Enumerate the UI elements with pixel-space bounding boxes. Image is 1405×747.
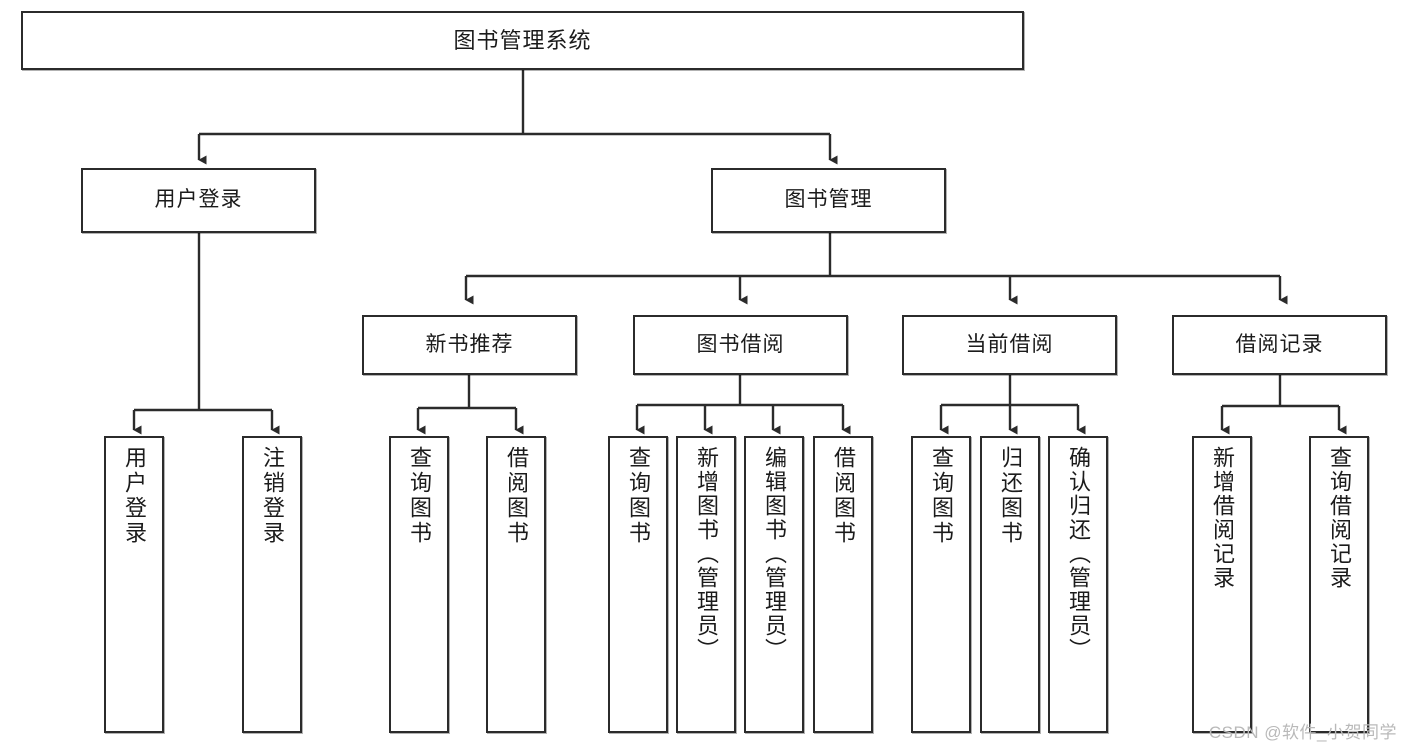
leaf-node-edit-book[interactable]: 编辑图书（管理员） (744, 436, 804, 733)
leaf-node-user-login[interactable]: 用户登录 (104, 436, 164, 733)
node-label: 图书借阅 (696, 332, 785, 356)
node-label: 编辑图书（管理员） (762, 446, 787, 662)
node-book-management-system[interactable]: 图书管理系统 (21, 11, 1024, 70)
node-label: 图书管理系统 (453, 27, 592, 53)
node-new-book-recommend[interactable]: 新书推荐 (362, 315, 577, 375)
node-label: 借阅图书 (831, 446, 856, 546)
node-label: 查询图书 (626, 446, 651, 546)
leaf-node-query-borrow-record[interactable]: 查询借阅记录 (1309, 436, 1369, 733)
node-label: 查询图书 (929, 446, 954, 546)
node-label: 借阅图书 (504, 446, 529, 546)
leaf-node-query-book-current[interactable]: 查询图书 (911, 436, 971, 733)
node-borrow-record[interactable]: 借阅记录 (1172, 315, 1387, 375)
leaf-node-borrow-book[interactable]: 借阅图书 (813, 436, 873, 733)
node-label: 新增图书（管理员） (694, 446, 719, 662)
leaf-node-borrow-book-recommend[interactable]: 借阅图书 (486, 436, 546, 733)
leaf-node-query-book-borrow[interactable]: 查询图书 (608, 436, 668, 733)
node-user-login[interactable]: 用户登录 (81, 168, 316, 233)
leaf-node-add-book[interactable]: 新增图书（管理员） (676, 436, 736, 733)
node-current-borrow[interactable]: 当前借阅 (902, 315, 1117, 375)
node-label: 确认归还（管理员） (1066, 446, 1091, 662)
node-label: 用户登录 (122, 446, 147, 546)
node-label: 注销登录 (260, 446, 285, 546)
leaf-node-add-borrow-record[interactable]: 新增借阅记录 (1192, 436, 1252, 733)
node-label: 新增借阅记录 (1210, 446, 1235, 590)
leaf-node-query-book-recommend[interactable]: 查询图书 (389, 436, 449, 733)
node-label: 新书推荐 (425, 332, 514, 356)
node-label: 归还图书 (998, 446, 1023, 546)
node-book-manage[interactable]: 图书管理 (711, 168, 946, 233)
node-label: 图书管理 (784, 188, 873, 212)
watermark: CSDN @软件_小贺同学 (1208, 723, 1397, 742)
node-label: 用户登录 (154, 188, 243, 212)
leaf-node-confirm-return[interactable]: 确认归还（管理员） (1048, 436, 1108, 733)
node-label: 借阅记录 (1235, 332, 1324, 356)
node-label: 查询图书 (407, 446, 432, 546)
node-label: 当前借阅 (965, 332, 1054, 356)
node-label: 查询借阅记录 (1327, 446, 1352, 590)
leaf-node-user-logout[interactable]: 注销登录 (242, 436, 302, 733)
node-book-borrow[interactable]: 图书借阅 (633, 315, 848, 375)
leaf-node-return-book[interactable]: 归还图书 (980, 436, 1040, 733)
